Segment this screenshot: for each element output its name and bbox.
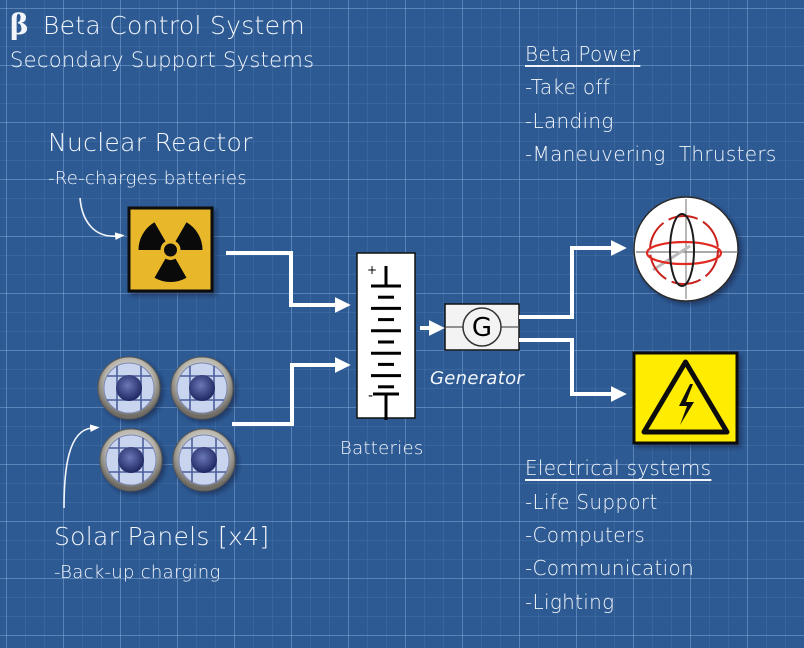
solar-panel-icon: [97, 356, 161, 420]
solar-to-batteries-connector: [232, 357, 351, 426]
solar-panel-icon: [170, 356, 234, 420]
batteries-label: Batteries: [340, 438, 424, 459]
battery-icon: [356, 252, 416, 419]
electrical-item: -Communication: [525, 556, 695, 580]
radiation-blade: [138, 222, 166, 250]
nuclear-reactor-note: -Re-charges batteries: [48, 168, 247, 189]
radiation-blade: [175, 222, 203, 250]
generator-to-thrusters-connector: [519, 240, 627, 319]
electrical-heading: Electrical systems: [525, 456, 712, 480]
beta-power-item: -Take off: [525, 75, 611, 99]
radiation-blade: [154, 258, 187, 282]
nuclear-to-batteries-connector: [226, 251, 351, 313]
battery-plus-sign: +: [367, 263, 377, 277]
generator-to-electrical-connector: [519, 338, 627, 402]
electrical-item: -Life Support: [525, 490, 658, 514]
beta-power-item: -Landing: [525, 109, 614, 133]
nuclear-pointer-arrow: [79, 197, 125, 240]
generator-label: Generator: [430, 368, 525, 389]
solar-panels-note: -Back-up charging: [54, 562, 221, 583]
solar-panel-icon: [172, 428, 236, 492]
electrical-item: -Computers: [525, 523, 646, 547]
electrical-item: -Lighting: [525, 590, 615, 614]
diagram-title: β Beta Control System: [10, 8, 305, 41]
generator-icon: [444, 303, 520, 351]
beta-symbol: β: [10, 8, 29, 41]
solar-pointer-arrow: [63, 424, 100, 509]
nuclear-reactor-title: Nuclear Reactor: [48, 128, 253, 157]
battery-cells: [371, 284, 401, 420]
solar-panels-title: Solar Panels [x4]: [54, 522, 270, 551]
diagram-subtitle: Secondary Support Systems: [10, 48, 315, 72]
solar-panels-group: [97, 356, 236, 492]
battery-minus-sign: -: [368, 388, 373, 404]
high-voltage-icon: [632, 351, 739, 445]
radiation-blades: [138, 222, 203, 282]
gyroscope-icon: [633, 196, 739, 302]
beta-power-heading: Beta Power: [525, 42, 641, 66]
solar-panel-icon: [99, 428, 163, 492]
generator-symbol: G: [472, 313, 492, 343]
title-text: Beta Control System: [42, 11, 305, 40]
beta-power-item: -Maneuvering Thrusters: [525, 142, 777, 166]
